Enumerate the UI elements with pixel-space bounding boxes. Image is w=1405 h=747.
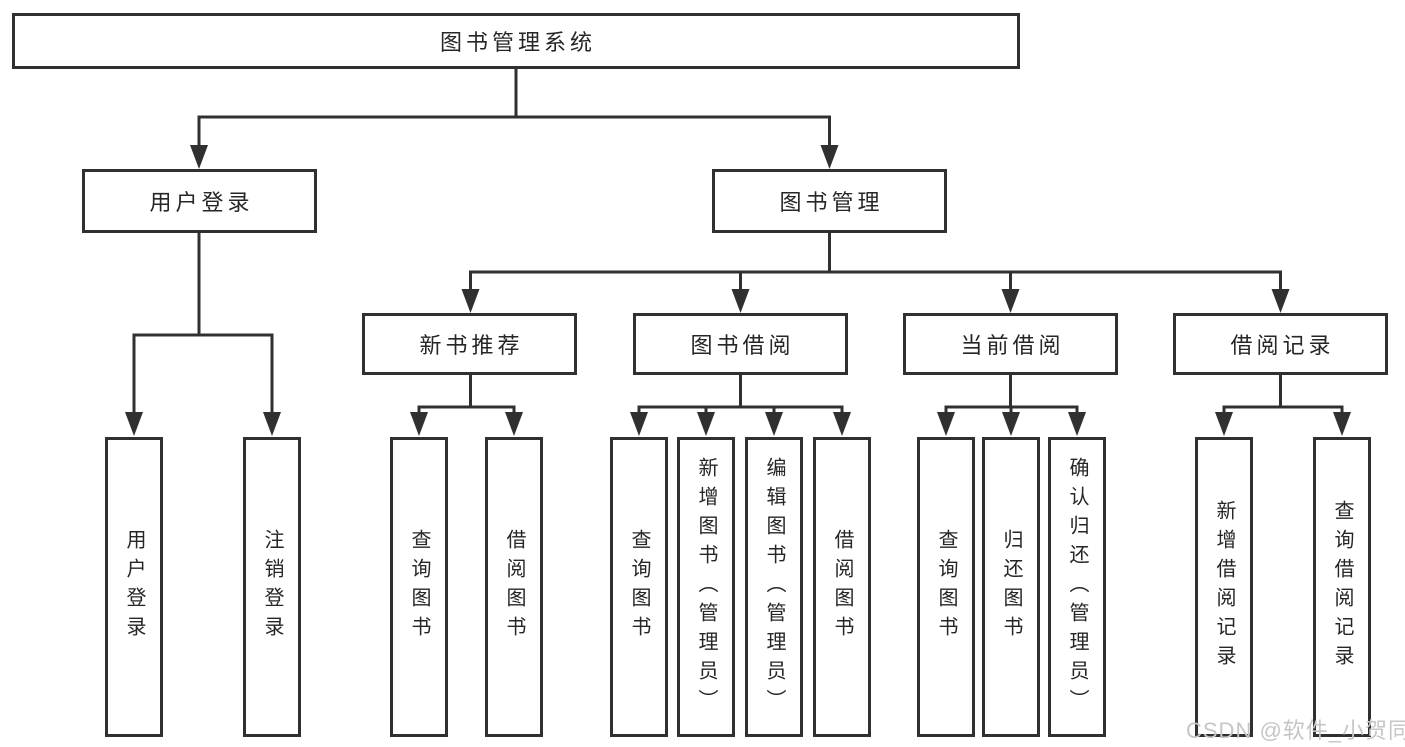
leaf-nbr-query-book: 查询图书: [390, 437, 448, 737]
leaf-br-query-borrow-record-label: 查询借阅记录: [1331, 500, 1353, 674]
node-book-borrowing: 图书借阅: [633, 313, 848, 375]
leaf-cb-confirm-return-admin: 确认归还（管理员）: [1048, 437, 1106, 737]
node-borrowing-records-label: 借阅记录: [1230, 333, 1335, 358]
leaf-br-add-borrow-record-label: 新增借阅记录: [1213, 500, 1235, 674]
leaf-br-query-borrow-record: 查询借阅记录: [1313, 437, 1371, 737]
node-book-management-label: 图书管理: [779, 190, 884, 215]
csdn-watermark: CSDN @软件_小贺同学: [1186, 718, 1405, 743]
node-root-label: 图书管理系统: [439, 30, 596, 55]
node-book-management: 图书管理: [712, 169, 947, 233]
leaf-cb-confirm-return-admin-label: 确认归还（管理员）: [1066, 456, 1088, 718]
leaf-cb-return-book-label: 归还图书: [1000, 529, 1022, 645]
node-root: 图书管理系统: [12, 13, 1020, 69]
node-user-login: 用户登录: [82, 169, 317, 233]
leaf-cb-return-book: 归还图书: [982, 437, 1040, 737]
node-user-login-label: 用户登录: [149, 190, 254, 215]
node-new-book-recommendation-label: 新书推荐: [419, 333, 524, 358]
leaf-bb-add-book-admin-label: 新增图书（管理员）: [695, 456, 717, 718]
leaf-bb-query-book-label: 查询图书: [628, 529, 650, 645]
leaf-br-add-borrow-record: 新增借阅记录: [1195, 437, 1253, 737]
leaf-cb-query-book: 查询图书: [917, 437, 975, 737]
leaf-user-login-label: 用户登录: [123, 529, 145, 645]
leaf-nbr-borrow-book: 借阅图书: [485, 437, 543, 737]
node-borrowing-records: 借阅记录: [1173, 313, 1388, 375]
leaf-bb-add-book-admin: 新增图书（管理员）: [677, 437, 735, 737]
leaf-nbr-borrow-book-label: 借阅图书: [503, 529, 525, 645]
leaf-logout-login: 注销登录: [243, 437, 301, 737]
leaf-nbr-query-book-label: 查询图书: [408, 529, 430, 645]
leaf-bb-query-book: 查询图书: [610, 437, 668, 737]
leaf-logout-login-label: 注销登录: [261, 529, 283, 645]
leaf-cb-query-book-label: 查询图书: [935, 529, 957, 645]
leaf-user-login: 用户登录: [105, 437, 163, 737]
leaf-bb-borrow-book-label: 借阅图书: [831, 529, 853, 645]
node-current-borrowing: 当前借阅: [903, 313, 1118, 375]
node-new-book-recommendation: 新书推荐: [362, 313, 577, 375]
node-current-borrowing-label: 当前借阅: [960, 333, 1065, 358]
leaf-bb-edit-book-admin-label: 编辑图书（管理员）: [763, 456, 785, 718]
node-book-borrowing-label: 图书借阅: [690, 333, 795, 358]
leaf-bb-edit-book-admin: 编辑图书（管理员）: [745, 437, 803, 737]
arrowhead-icons: [125, 145, 1351, 436]
leaf-bb-borrow-book: 借阅图书: [813, 437, 871, 737]
